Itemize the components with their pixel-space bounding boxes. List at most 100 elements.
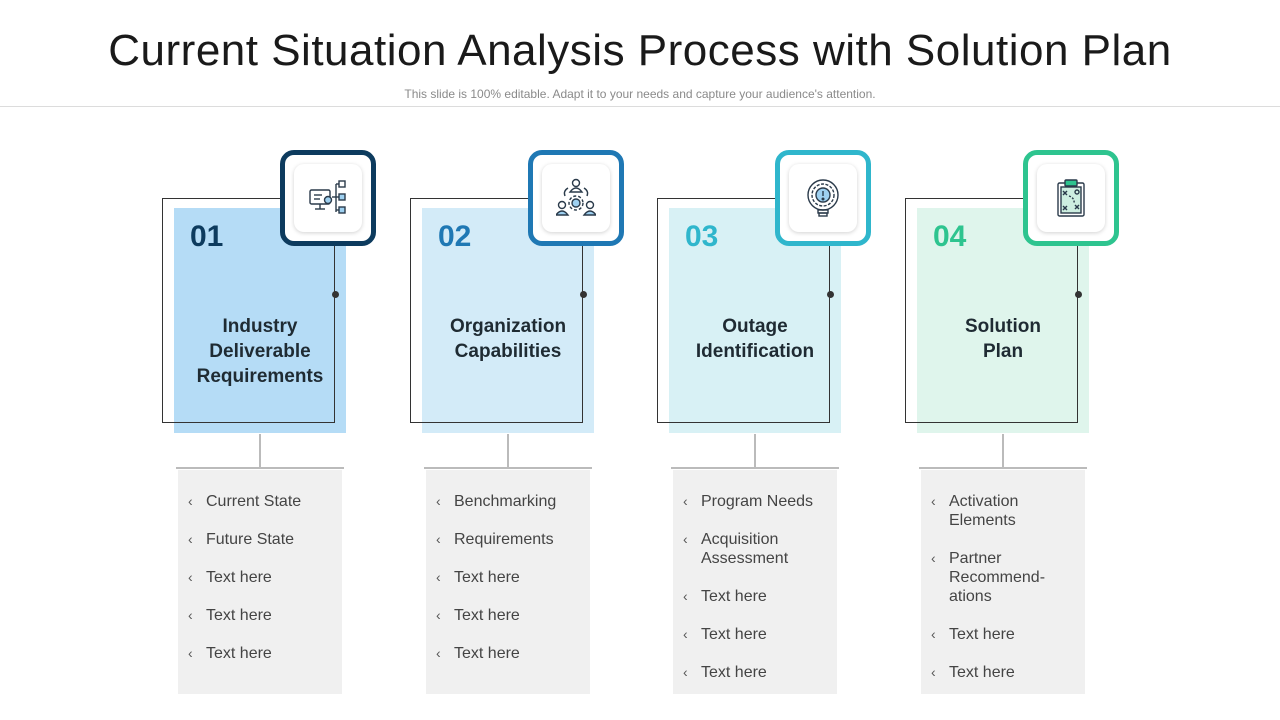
list-item-text: Program Needs: [701, 493, 814, 510]
card-frame: [657, 198, 830, 423]
step-3: 03 Outage Identification ‹Program Needs …: [657, 0, 907, 720]
list-item-text: Future State: [206, 531, 295, 548]
details-list: ‹ Benchmarking ‹ Requirements ‹ Text here ‹…: [426, 470, 590, 694]
icon-frame: [1023, 150, 1119, 246]
step-title-line: Solution: [965, 316, 1041, 337]
monitor-flowchart-icon: [309, 180, 346, 214]
step-title-line: Outage: [722, 316, 788, 337]
list-item-text: Partner Recommend-ations: [949, 550, 1046, 605]
step-title-line: Plan: [982, 341, 1024, 362]
connector-line: [754, 434, 756, 468]
list-item: ‹ Acquisition Assessment: [681, 530, 829, 568]
icon-tile: [789, 164, 857, 232]
list-item: ‹ Text here: [929, 663, 1077, 682]
step-title-line: Organization: [449, 316, 567, 337]
connector-line: [259, 434, 261, 468]
list-item: ‹ Partner Recommend-ations: [929, 549, 1077, 606]
bullet-chevron-icon: ‹: [436, 645, 441, 661]
details-list: ‹Program Needs ‹Acquisition Assessment ‹…: [673, 470, 837, 694]
list-item-text: Text here: [206, 645, 272, 662]
step-title: Organization Capabilities: [422, 314, 594, 364]
connector-bar: [919, 467, 1087, 469]
step-4: 04 Solution Plan ‹Activation Elements ‹ P…: [905, 0, 1155, 720]
icon-frame: [528, 150, 624, 246]
step-number: 03: [685, 220, 719, 253]
card-dot: [1075, 291, 1082, 298]
list-item-text: Text here: [949, 664, 1015, 681]
bullet-chevron-icon: ‹: [188, 607, 193, 623]
bullet-chevron-icon: ‹: [683, 531, 688, 547]
bullet-chevron-icon: ‹: [436, 531, 441, 547]
step-number: 01: [190, 220, 224, 253]
list-item-text: Benchmarking: [454, 493, 557, 510]
details-list: ‹Current State ‹Future State ‹Text here …: [178, 470, 342, 694]
list-item-text: Requirements: [454, 531, 554, 548]
icon-tile: [1037, 164, 1105, 232]
list-item: ‹ Text here: [929, 625, 1077, 644]
list-item: ‹ Text here: [434, 606, 582, 625]
list-item: ‹ Requirements: [434, 530, 582, 549]
step-title-line: Capabilities: [454, 341, 562, 362]
card-dot: [332, 291, 339, 298]
list-item-text: Text here: [949, 626, 1015, 643]
step-1: 01 Industry Deliverable Requirements ‹ Cu…: [162, 0, 412, 720]
bullet-chevron-icon: ‹: [188, 569, 193, 585]
card-frame: [905, 198, 1078, 423]
bullet-chevron-icon: ‹: [683, 664, 688, 680]
list-item: ‹ Text here: [186, 644, 334, 663]
list-item: ‹Program Needs: [681, 492, 829, 511]
icon-frame: [280, 150, 376, 246]
details-list: ‹Activation Elements ‹ Partner Recommend-…: [921, 470, 1085, 694]
bullet-chevron-icon: ‹: [931, 626, 936, 642]
card-dot: [827, 291, 834, 298]
bullet-chevron-icon: ‹: [683, 626, 688, 642]
list-item: ‹ Benchmarking: [434, 492, 582, 511]
list-item: ‹ Future State: [186, 530, 334, 549]
bullet-chevron-icon: ‹: [188, 531, 193, 547]
step-title: Outage Identification: [669, 314, 841, 364]
bullet-chevron-icon: ‹: [683, 588, 688, 604]
step-title-line: Identification: [695, 341, 815, 362]
bullet-chevron-icon: ‹: [436, 493, 441, 509]
step-number: 02: [438, 220, 472, 253]
connector-bar: [424, 467, 592, 469]
bullet-chevron-icon: ‹: [436, 569, 441, 585]
connector-bar: [176, 467, 344, 469]
slide-subtitle: This slide is 100% editable. Adapt it to…: [404, 87, 876, 101]
step-title: Industry Deliverable Requirements: [174, 314, 346, 389]
list-item-text: Text here: [454, 569, 520, 586]
list-item-text: Text here: [701, 626, 767, 643]
bullet-chevron-icon: ‹: [931, 664, 936, 680]
team-gear-icon: [556, 178, 596, 216]
bullet-chevron-icon: ‹: [436, 607, 441, 623]
list-item-text: Text here: [454, 645, 520, 662]
list-item: ‹ Text here: [186, 606, 334, 625]
card-frame: [162, 198, 335, 423]
list-item: ‹Activation Elements: [929, 492, 1077, 530]
step-title-line: Industry: [222, 316, 298, 337]
list-item: ‹Text here: [186, 568, 334, 587]
step-title: Solution Plan: [917, 314, 1089, 364]
header-divider: [0, 106, 1280, 107]
step-title-line: Requirements: [196, 366, 324, 387]
list-item-text: Text here: [206, 607, 272, 624]
gear-alert-bulb-icon: [807, 179, 839, 217]
step-title-line: Deliverable: [209, 341, 311, 362]
list-item: ‹Text here: [681, 587, 829, 606]
bullet-chevron-icon: ‹: [188, 645, 193, 661]
list-item: ‹ Current State: [186, 492, 334, 511]
list-item: ‹ Text here: [681, 625, 829, 644]
bullet-chevron-icon: ‹: [931, 550, 936, 566]
list-item: ‹ Text here: [434, 644, 582, 663]
list-item-text: Current State: [206, 493, 302, 510]
list-item-text: Acquisition Assessment: [701, 531, 789, 567]
connector-bar: [671, 467, 839, 469]
step-number: 04: [933, 220, 967, 253]
connector-line: [507, 434, 509, 468]
connector-line: [1002, 434, 1004, 468]
bullet-chevron-icon: ‹: [188, 493, 193, 509]
list-item-text: Text here: [701, 664, 767, 681]
card-frame: [410, 198, 583, 423]
step-2: 02 Organization Capabilities ‹ Benchmarki…: [410, 0, 660, 720]
list-item-text: Text here: [454, 607, 520, 624]
